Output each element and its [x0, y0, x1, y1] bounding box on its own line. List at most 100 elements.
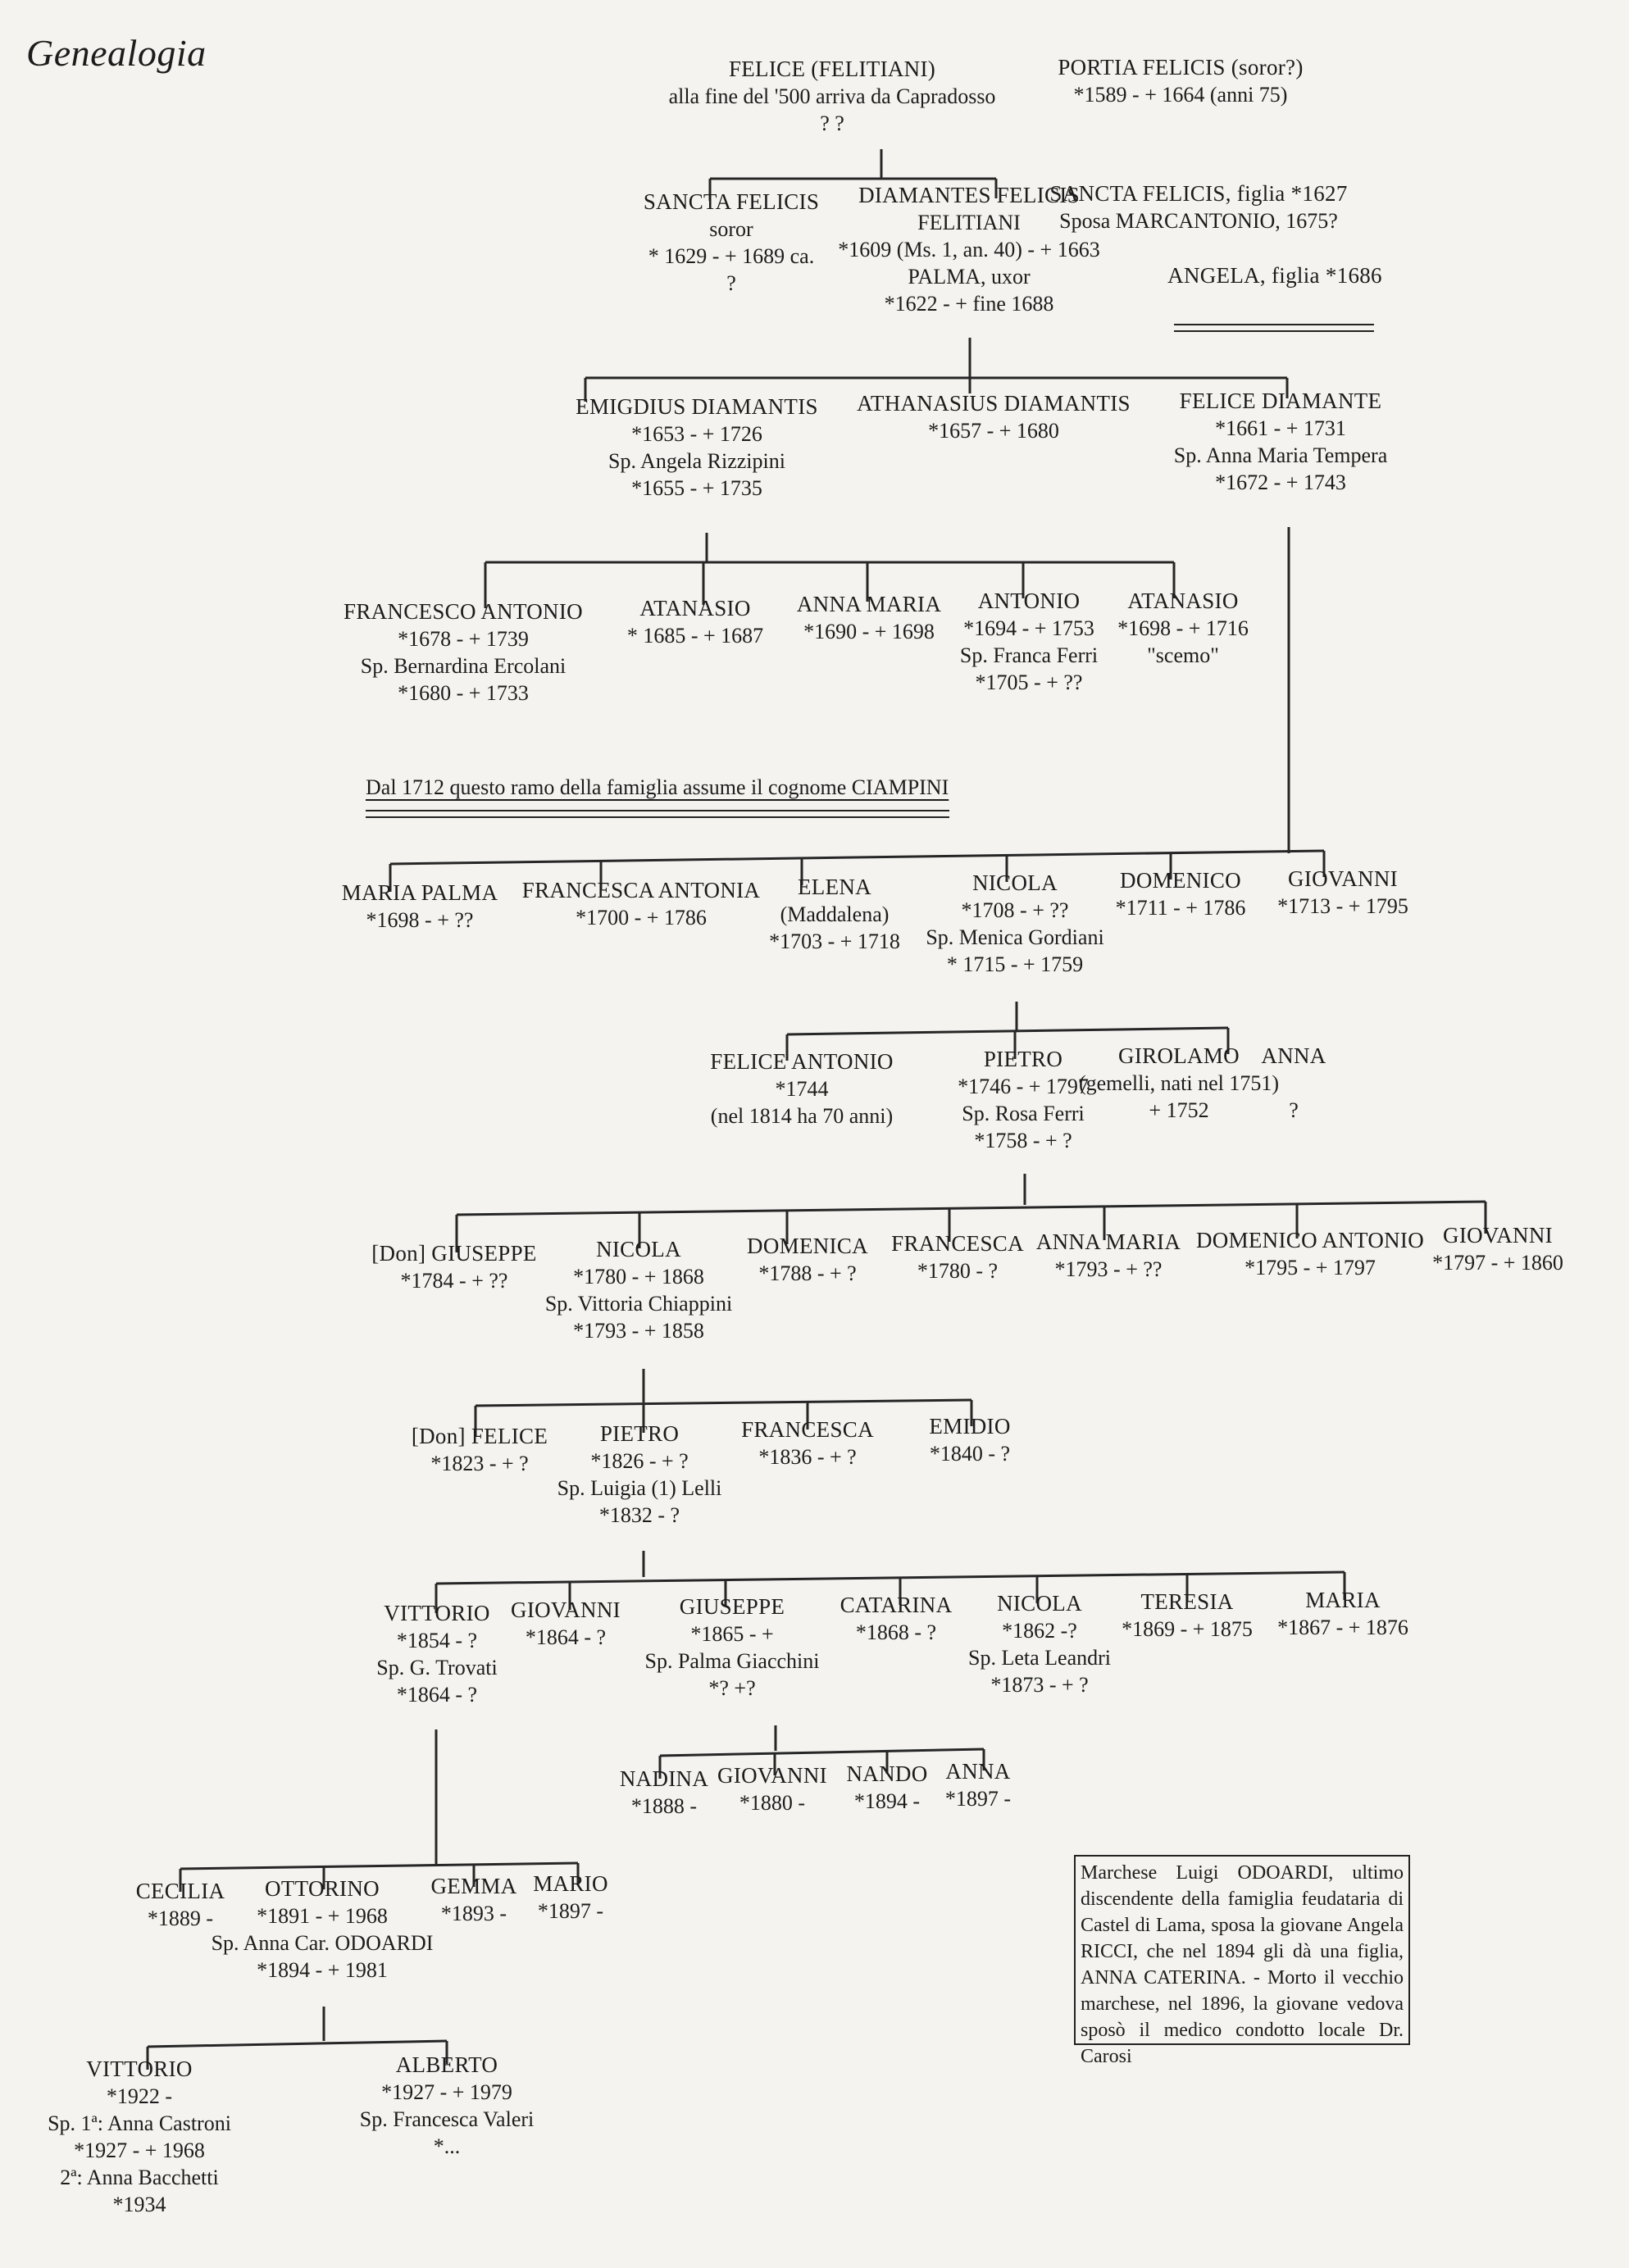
person-name: VITTORIO [384, 1601, 490, 1625]
person-detail: *1797 - + 1860 [1432, 1251, 1563, 1275]
person-detail: Sp. Franca Ferri [959, 643, 1099, 667]
person-name: GIUSEPPE [679, 1594, 785, 1619]
person-detail: *1864 - ? [396, 1683, 478, 1707]
double-rule [366, 810, 949, 811]
person-portia-felicis: PORTIA FELICIS (soror?)*1589 - + 1664 (a… [1000, 54, 1361, 108]
person-nadina: NADINA *1888 - [484, 1766, 844, 1820]
person-name: ANNA MARIA [796, 592, 942, 616]
person-name: CECILIA [135, 1879, 225, 1903]
person-name: NANDO [846, 1761, 928, 1786]
person-felice-antonio: FELICE ANTONIO*1744(nel 1814 ha 70 anni) [621, 1048, 982, 1129]
person-name: MARIA [1305, 1588, 1381, 1612]
person-detail: * 1685 - + 1687 [626, 624, 764, 648]
person-detail: *1873 - + ? [990, 1673, 1089, 1697]
person-nicola-1708: NICOLA*1708 - + ??Sp. Menica Gordiani* 1… [835, 870, 1195, 978]
person-name: PIETRO [983, 1047, 1063, 1071]
person-detail: *1653 - + 1726 [631, 422, 762, 446]
person-detail: * 1715 - + 1759 [946, 952, 1084, 976]
person-name: NADINA [619, 1766, 709, 1791]
person-detail: *1927 - + 1968 [74, 2138, 205, 2162]
person-detail: *1609 (Ms. 1, an. 40) - + 1663 [838, 238, 1100, 261]
person-detail: ? [1289, 1098, 1299, 1122]
tree-connector [180, 1861, 579, 1870]
person-detail: *1867 - + 1876 [1277, 1616, 1408, 1639]
person-name: ELENA [798, 875, 871, 899]
person-detail: *1840 - ? [929, 1442, 1011, 1466]
person-emidio: EMIDIO*1840 - ? [789, 1413, 1150, 1467]
person-detail: *1698 - + 1716 [1117, 616, 1249, 640]
person-detail: *1927 - + 1979 [381, 2080, 512, 2104]
double-rule [1174, 324, 1374, 325]
person-detail: *1758 - + ? [974, 1129, 1072, 1152]
person-giuseppe-1784: [Don] GIUSEPPE *1784 - + ?? [274, 1240, 635, 1294]
person-name: FRANCESCA [741, 1417, 874, 1442]
person-detail: *1784 - + ?? [400, 1269, 508, 1293]
person-name: ATANASIO [639, 596, 751, 620]
person-nicola-1862: NICOLA*1862 -?Sp. Leta Leandri*1873 - + … [859, 1590, 1220, 1698]
person-name: VITTORIO [86, 2057, 193, 2081]
person-name: FRANCESCA ANTONIA [521, 878, 761, 902]
person-detail: Sp. G. Trovati [376, 1656, 498, 1679]
person-anna-maria-1793: ANNA MARIA *1793 - + ?? [928, 1229, 1289, 1283]
person-detail: *1897 - [944, 1787, 1012, 1811]
person-name: SANCTA FELICIS [643, 189, 820, 214]
person-detail: Sp. Bernardina Ercolani [360, 654, 567, 678]
person-name: OTTORINO [265, 1876, 380, 1901]
person-detail: *1854 - ? [396, 1629, 478, 1652]
person-name: GEMMA [430, 1874, 517, 1898]
person-name: SANCTA FELICIS, figlia *1627 [1049, 181, 1348, 206]
person-name: ANGELA, figlia *1686 [1167, 263, 1382, 288]
person-detail: 2ª: Anna Bacchetti [60, 2166, 219, 2189]
person-name: FELICE (FELITIANI) [728, 57, 936, 81]
person-name: DOMENICO [1120, 868, 1241, 893]
person-detail: ? [726, 271, 736, 295]
person-gemma: GEMMA*1893 - [293, 1873, 654, 1927]
person-detail: soror [709, 217, 753, 241]
person-name: DOMENICA [747, 1234, 868, 1258]
person-name: GIROLAMO [1118, 1043, 1240, 1068]
person-detail: *1823 - + ? [430, 1452, 529, 1475]
person-felice-felitiani: FELICE (FELITIANI)alla fine del '500 arr… [652, 56, 1012, 137]
person-detail: *1622 - + fine 1688 [884, 292, 1054, 316]
person-girolamo: GIROLAMO(gemelli, nati nel 1751)+ 1752 [999, 1043, 1359, 1124]
person-detail: (gemelli, nati nel 1751) [1078, 1071, 1280, 1095]
person-detail: * 1629 - + 1689 ca. [648, 244, 815, 268]
person-francesca-1836: FRANCESCA*1836 - + ? [627, 1416, 988, 1470]
person-detail: Sp. Anna Maria Tempera [1173, 443, 1388, 467]
person-francesca-1780: FRANCESCA*1780 - ? [777, 1230, 1138, 1284]
person-detail: *1793 - + ?? [1054, 1257, 1163, 1281]
person-detail: *1698 - + ?? [366, 908, 474, 932]
person-vittorio-1922: VITTORIO*1922 -Sp. 1ª: Anna Castroni*192… [0, 2056, 320, 2218]
person-name: ATHANASIUS DIAMANTIS [857, 391, 1131, 416]
person-detail: PALMA, uxor [908, 265, 1031, 289]
person-detail: *1922 - [106, 2084, 173, 2108]
tree-connector [147, 2039, 448, 2048]
person-detail: *1657 - + 1680 [928, 419, 1059, 443]
person-name: ANNA MARIA [1035, 1229, 1181, 1254]
person-detail: Sp. Vittoria Chiappini [544, 1292, 733, 1316]
person-detail: *1672 - + 1743 [1215, 470, 1346, 494]
person-detail: *1678 - + 1739 [398, 627, 529, 651]
tree-connector [786, 1026, 1229, 1036]
person-maria-1867: MARIA *1867 - + 1876 [1163, 1587, 1523, 1641]
person-detail: *1864 - ? [525, 1625, 607, 1649]
person-name: TERESIA [1140, 1589, 1234, 1614]
surname-change-note: Dal 1712 questo ramo della famiglia assu… [366, 775, 949, 799]
person-detail: ? ? [820, 111, 844, 135]
person-detail: *1888 - [630, 1794, 698, 1818]
person-domenica: DOMENICA*1788 - + ? [627, 1233, 988, 1287]
person-detail: *... [433, 2134, 461, 2158]
person-angela-figlia: ANGELA, figlia *1686 [1094, 262, 1455, 289]
person-giovanni-1864: GIOVANNI*1864 - ? [385, 1597, 746, 1651]
person-detail: *1865 - + [690, 1622, 774, 1646]
person-atanasio-1685: ATANASIO * 1685 - + 1687 [515, 595, 876, 649]
person-domenico-antonio: DOMENICO ANTONIO*1795 - + 1797 [1130, 1227, 1490, 1281]
person-detail: *1795 - + 1797 [1245, 1256, 1376, 1279]
person-detail: *1862 -? [1002, 1619, 1077, 1643]
person-detail [1113, 1070, 1474, 1097]
person-name: [Don] GIUSEPPE [371, 1241, 537, 1266]
